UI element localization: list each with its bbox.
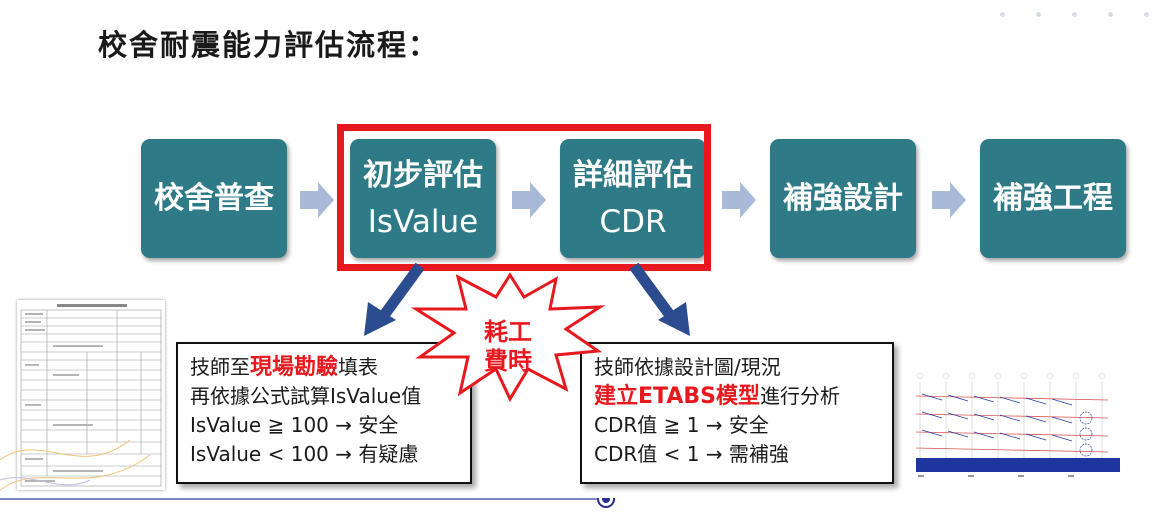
- page-title: 校舍耐震能力評估流程：: [98, 28, 440, 62]
- flow-arrow-icon: [512, 182, 546, 218]
- burst-callout-icon: [410, 272, 606, 403]
- preliminary-assessment-panel: 技師至現場勘驗填表 再依據公式試算IsValue值 IsValue ≧ 100 …: [176, 342, 472, 484]
- panel-line: 技師至現場勘驗填表: [190, 353, 460, 382]
- highlight-text: 現場勘驗: [250, 355, 339, 380]
- text: 技師至: [190, 355, 250, 379]
- panel-line: 建立ETABS模型進行分析: [594, 382, 882, 411]
- step-detailed-assessment: 詳細評估 CDR: [560, 139, 706, 258]
- step-retrofit-construction: 補強工程: [980, 139, 1126, 258]
- flow-arrow-icon: [932, 182, 966, 218]
- text: 填表: [338, 355, 379, 379]
- panel-line: CDR值 < 1 → 需補強: [594, 442, 789, 466]
- callout-line: 耗工: [484, 318, 532, 346]
- step-sublabel: IsValue: [367, 203, 479, 240]
- flow-arrow-icon: [300, 182, 334, 218]
- timeline-bar: [0, 498, 615, 508]
- flow-arrow-icon: [722, 182, 756, 218]
- burst-callout-text: 耗工 費時: [478, 318, 538, 376]
- structural-model-thumbnail: [908, 368, 1128, 482]
- panel-line: 再依據公式試算IsValue值: [190, 384, 422, 408]
- step-preliminary-assessment: 初步評估 IsValue: [350, 139, 496, 258]
- assessment-form-thumbnail: [17, 300, 165, 490]
- detailed-assessment-panel: 技師依據設計圖/現況 建立ETABS模型進行分析 CDR值 ≧ 1 → 安全 C…: [580, 342, 894, 484]
- step-label: 補強工程: [993, 180, 1113, 216]
- panel-line: CDR值 ≧ 1 → 安全: [594, 413, 769, 437]
- step-sublabel: CDR: [599, 203, 667, 240]
- down-right-arrow-icon: [629, 262, 690, 336]
- down-left-arrow-icon: [364, 262, 425, 336]
- callout-line: 費時: [484, 347, 532, 375]
- step-campus-survey: 校舍普查: [141, 139, 287, 258]
- panel-line: IsValue < 100 → 有疑慮: [190, 442, 419, 466]
- step-label: 校舍普查: [154, 180, 274, 216]
- panel-line: IsValue ≧ 100 → 安全: [190, 413, 399, 437]
- step-label: 初步評估: [363, 157, 483, 193]
- panel-line: 技師依據設計圖/現況: [594, 355, 781, 379]
- highlight-frame: [337, 124, 711, 271]
- step-retrofit-design: 補強設計: [770, 139, 916, 258]
- step-label: 補強設計: [783, 180, 903, 216]
- highlight-text: 建立ETABS模型: [594, 384, 760, 409]
- step-label: 詳細評估: [573, 157, 693, 193]
- text: 進行分析: [759, 384, 840, 408]
- decorative-curves: [0, 439, 151, 491]
